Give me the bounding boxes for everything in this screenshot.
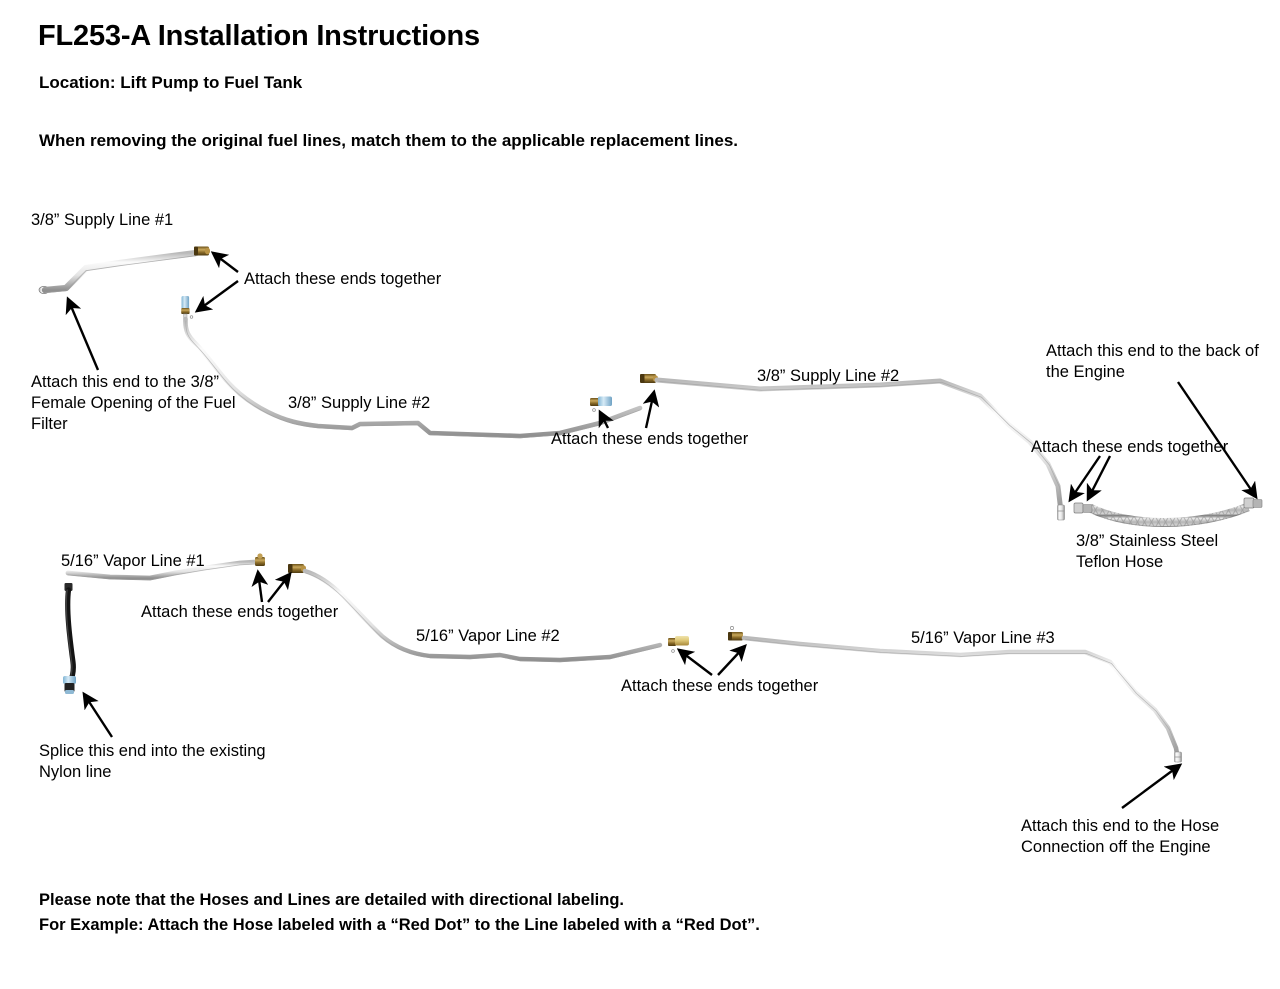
- arrow-attach-ends-1a: [210, 251, 239, 273]
- label-teflon-hose-line1: 3/8” Stainless Steel: [1076, 532, 1219, 550]
- teflon-hose-right-fitting: [1243, 497, 1263, 509]
- teflon-hose-left-fitting: [1073, 502, 1093, 514]
- arrow-hose-connection: [1121, 763, 1183, 809]
- label-vapor-line-1: 5/16” Vapor Line #1: [61, 552, 205, 570]
- callout-attach-ends-4: Attach these ends together: [141, 603, 339, 621]
- vapor-line-2-brass-fitting: [288, 564, 306, 573]
- supply-line-2-right-end-fitting: [1057, 504, 1065, 521]
- label-teflon-hose-line2: Teflon Hose: [1076, 553, 1164, 571]
- callout-engine-back-line2: the Engine: [1046, 363, 1125, 381]
- vapor-line-1-brass-fitting: [255, 553, 265, 566]
- callout-fuel-filter: Attach this end to the 3/8” Female Openi…: [31, 372, 251, 435]
- arrow-attach-ends-3b: [1086, 455, 1112, 502]
- callout-engine-back: Attach this end to the back of the Engin…: [1046, 341, 1266, 383]
- vapor-line-3-end-fitting: [1174, 751, 1182, 763]
- instruction-statement: When removing the original fuel lines, m…: [39, 131, 739, 150]
- vapor-line-2-graphic: [288, 564, 689, 663]
- callout-attach-ends-3: Attach these ends together: [1031, 438, 1229, 456]
- vapor-line-1-blue-connector: [63, 676, 76, 694]
- stainless-teflon-hose-graphic: [1073, 497, 1263, 527]
- label-vapor-line-2: 5/16” Vapor Line #2: [416, 627, 560, 645]
- vapor-line-3-brass-fitting: [728, 626, 743, 641]
- supply-line-2-left-end-connector: [590, 396, 612, 412]
- arrow-attach-ends-5b: [717, 643, 747, 676]
- arrow-attach-ends-2b: [642, 389, 660, 429]
- callout-splice-line2: Nylon line: [39, 763, 112, 781]
- callout-engine-back-line1: Attach this end to the back of: [1046, 342, 1259, 360]
- arrow-attach-ends-4b: [267, 571, 292, 603]
- supply-line-2-left-connector: [181, 296, 194, 320]
- callout-splice-line1: Splice this end into the existing: [39, 742, 266, 760]
- callout-fuel-filter-line3: Filter: [31, 415, 68, 433]
- vapor-line-2-end-connector: [668, 636, 689, 653]
- label-supply-line-1: 3/8” Supply Line #1: [31, 211, 174, 229]
- callout-attach-ends-1: Attach these ends together: [244, 270, 442, 288]
- vapor-line-1-nylon-hose: [64, 583, 76, 685]
- arrow-fuel-filter: [65, 296, 100, 371]
- arrow-attach-ends-2a: [598, 409, 614, 429]
- location-subtitle: Location: Lift Pump to Fuel Tank: [39, 73, 303, 92]
- callout-attach-ends-5: Attach these ends together: [621, 677, 819, 695]
- arrow-attach-ends-5a: [676, 648, 713, 676]
- arrow-attach-ends-1b: [194, 280, 239, 313]
- callout-splice-nylon: Splice this end into the existing Nylon …: [39, 741, 299, 783]
- footer-note-line1: Please note that the Hoses and Lines are…: [39, 891, 624, 909]
- label-supply-line-2-left: 3/8” Supply Line #2: [288, 394, 431, 412]
- callout-fuel-filter-line1: Attach this end to the 3/8”: [31, 373, 220, 391]
- supply-line-1-brass-fitting: [194, 246, 210, 256]
- footer-note-line2: For Example: Attach the Hose labeled wit…: [39, 916, 760, 934]
- callout-fuel-filter-line2: Female Opening of the Fuel: [31, 394, 236, 412]
- label-stainless-teflon-hose: 3/8” Stainless Steel Teflon Hose: [1076, 531, 1280, 573]
- supply-line-1-graphic: [38, 246, 210, 294]
- vapor-line-1-graphic: [63, 553, 265, 694]
- callout-hose-connection-line1: Attach this end to the Hose: [1021, 817, 1220, 835]
- footer-note: Please note that the Hoses and Lines are…: [39, 888, 760, 938]
- callout-hose-connection: Attach this end to the Hose Connection o…: [1021, 816, 1251, 858]
- callout-hose-connection-line2: Connection off the Engine: [1021, 838, 1211, 856]
- label-supply-line-2-right: 3/8” Supply Line #2: [757, 367, 900, 385]
- label-vapor-line-3: 5/16” Vapor Line #3: [911, 629, 1055, 647]
- page-title: FL253-A Installation Instructions: [38, 20, 480, 52]
- arrow-splice-nylon: [82, 691, 114, 738]
- supply-line-2-right-brass-fitting: [640, 374, 658, 383]
- arrow-attach-ends-3a: [1068, 455, 1101, 503]
- arrow-attach-ends-4a: [251, 569, 269, 603]
- callout-attach-ends-2: Attach these ends together: [551, 430, 749, 448]
